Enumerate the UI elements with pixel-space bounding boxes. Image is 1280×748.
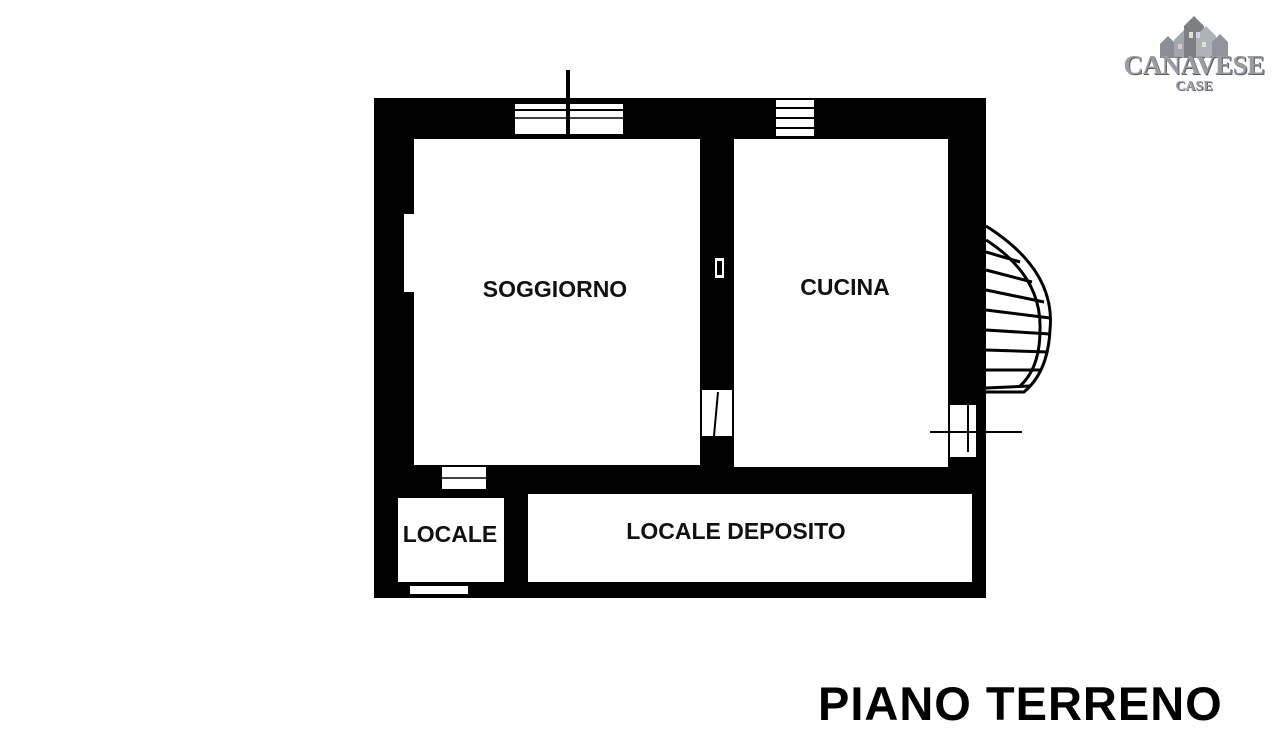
external-staircase <box>985 224 1052 394</box>
room-soggiorno-floor <box>414 139 700 465</box>
left-window <box>404 214 416 292</box>
floor-title: PIANO TERRENO <box>818 677 1223 730</box>
walls <box>374 70 1022 598</box>
logo-subtitle: CASE <box>1175 79 1213 94</box>
canavese-case-logo: CANAVESE CASE <box>1118 14 1270 100</box>
houses-icon <box>1160 16 1228 58</box>
room-label-locale: LOCALE <box>403 521 498 547</box>
room-label-soggiorno: SOGGIORNO <box>483 276 627 302</box>
room-label-locale-deposito: LOCALE DEPOSITO <box>626 518 845 544</box>
logo-name: CANAVESE <box>1123 50 1265 80</box>
room-cucina-floor <box>734 139 948 467</box>
room-deposito-floor <box>528 494 972 582</box>
room-locale-floor <box>398 498 504 582</box>
room-label-cucina: CUCINA <box>800 274 889 300</box>
bottom-window <box>410 586 468 594</box>
